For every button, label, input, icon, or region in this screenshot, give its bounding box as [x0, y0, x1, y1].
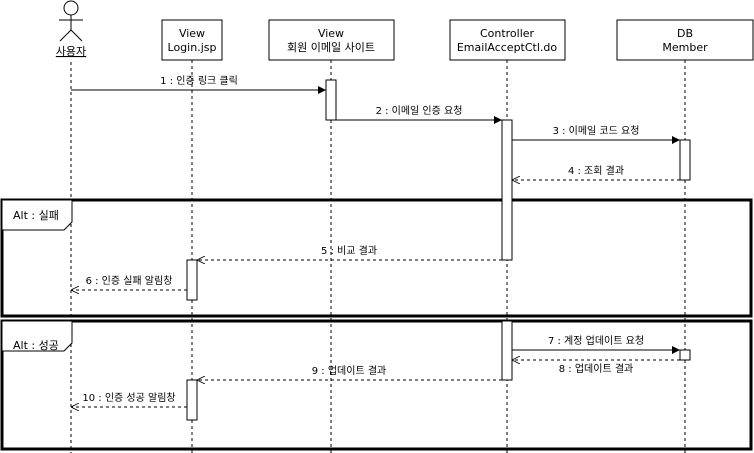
message-7-label: 7 : 계정 업데이트 요청	[548, 334, 644, 347]
fragment-alt-success	[0, 319, 753, 451]
message-4-label: 4 : 조회 결과	[568, 165, 624, 177]
actor-label: 사용자	[56, 45, 86, 58]
message-10-label: 10 : 인증 성공 알림창	[82, 392, 175, 404]
participant-email-site-line2: 회원 이메일 사이트	[287, 40, 375, 54]
participant-login-line2: Login.jsp	[168, 41, 217, 54]
activation-controller-2	[501, 320, 513, 381]
participant-controller-line1: Controller	[480, 27, 535, 40]
message-1-label: 1 : 인증 링크 클릭	[160, 75, 238, 87]
participant-controller-line2: EmailAcceptCtl.do	[457, 41, 558, 54]
actor-figure-icon	[59, 0, 83, 42]
fragment-alt-fail-label: Alt : 실패	[13, 209, 59, 222]
message-9-label: 9 : 업데이트 결과	[312, 364, 386, 377]
fragment-alt-success-tab	[1, 320, 73, 352]
message-2-label: 2 : 이메일 인증 요청	[376, 105, 463, 117]
activation-login-1	[186, 259, 198, 301]
participant-box-controller	[449, 19, 566, 61]
message-6-label: 6 : 인증 실패 알림창	[86, 275, 173, 287]
participant-box-db	[616, 19, 754, 61]
participant-email-site-line1: View	[318, 27, 344, 40]
participant-box-email-site	[268, 19, 395, 61]
activation-controller-1	[501, 119, 513, 261]
fragment-alt-success-label: Alt : 성공	[13, 339, 59, 352]
fragment-alt-fail-tab	[1, 199, 73, 231]
activation-db-2	[679, 349, 691, 361]
activation-login-2	[186, 379, 198, 421]
participant-login-line1: View	[179, 27, 205, 40]
fragment-alt-fail	[0, 198, 753, 318]
participant-box-login	[161, 19, 223, 61]
activation-db-1	[679, 139, 691, 181]
activation-email-site	[325, 79, 337, 121]
message-3-label: 3 : 이메일 코드 요청	[553, 125, 640, 137]
message-5-label: 5 : 비교 결과	[321, 245, 377, 257]
participant-db-line2: Member	[662, 41, 708, 54]
participant-db-line1: DB	[677, 27, 693, 40]
message-8-label: 8 : 업데이트 결과	[559, 362, 633, 375]
